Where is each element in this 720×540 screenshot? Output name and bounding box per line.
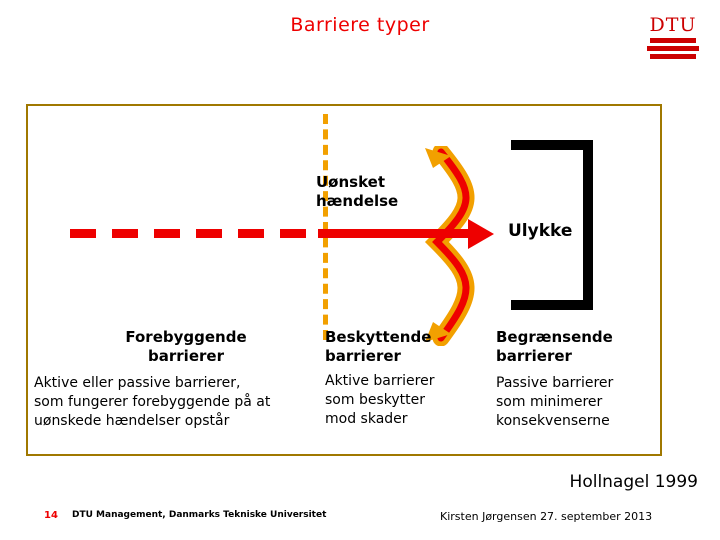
column-body-protective-line2: som beskytter bbox=[325, 392, 425, 408]
column-heading-protective-line1: Beskyttende bbox=[325, 328, 432, 346]
column-heading-limiting-line1: Begrænsende bbox=[496, 328, 613, 346]
protective-barrier-curve-icon bbox=[424, 146, 475, 346]
hazard-arrow-head-icon bbox=[468, 219, 494, 249]
dashed-vertical-line-icon bbox=[323, 114, 328, 340]
consequence-bracket-icon bbox=[511, 140, 593, 310]
column-heading-limiting-line2: barrierer bbox=[496, 347, 572, 365]
column-body-preventive-line1: Aktive eller passive barrierer, bbox=[34, 375, 241, 391]
column-body-preventive: Aktive eller passive barrierer, som fung… bbox=[34, 374, 319, 431]
logo-bar-2 bbox=[647, 46, 699, 51]
accident-label: Ulykke bbox=[508, 221, 573, 241]
column-body-limiting-line3: konsekvenserne bbox=[496, 413, 610, 429]
footer-department: DTU Management, Danmarks Tekniske Univer… bbox=[72, 510, 327, 520]
incoming-hazard-dashed-arrow-icon bbox=[70, 229, 320, 238]
column-body-limiting-line1: Passive barrierer bbox=[496, 375, 614, 391]
column-heading-preventive-line2: barrierer bbox=[148, 347, 224, 365]
column-heading-protective-line2: barrierer bbox=[325, 347, 401, 365]
footer-author: Kirsten Jørgensen 27. september 2013 bbox=[440, 510, 653, 523]
column-body-protective-line1: Aktive barrierer bbox=[325, 373, 435, 389]
logo-bar-1 bbox=[650, 38, 696, 43]
column-body-limiting: Passive barrierer som minimerer konsekve… bbox=[496, 374, 666, 431]
column-body-limiting-line2: som minimerer bbox=[496, 394, 603, 410]
column-body-protective: Aktive barrierer som beskytter mod skade… bbox=[325, 372, 485, 429]
column-heading-protective: Beskyttende barrierer bbox=[325, 328, 485, 366]
column-body-preventive-line2: som fungerer forebyggende på at bbox=[34, 394, 271, 410]
page-number: 14 bbox=[44, 510, 58, 521]
unwanted-event-label: Uønsket hændelse bbox=[316, 173, 426, 211]
barrier-diagram: Uønsket hændelse Ulykke Forebyggende bar… bbox=[28, 106, 664, 458]
content-frame: Uønsket hændelse Ulykke Forebyggende bar… bbox=[26, 104, 662, 456]
column-body-protective-line3: mod skader bbox=[325, 411, 408, 427]
unwanted-event-label-line2: hændelse bbox=[316, 192, 399, 210]
dtu-logo-bars bbox=[642, 38, 704, 59]
column-heading-limiting: Begrænsende barrierer bbox=[496, 328, 661, 366]
dtu-logo: DTU bbox=[642, 14, 704, 70]
column-body-preventive-line3: uønskede hændelser opstår bbox=[34, 413, 230, 429]
column-heading-preventive: Forebyggende barrierer bbox=[66, 328, 306, 366]
logo-bar-3 bbox=[650, 54, 696, 59]
column-heading-preventive-line1: Forebyggende bbox=[125, 328, 247, 346]
source-reference: Hollnagel 1999 bbox=[569, 472, 698, 492]
dtu-logo-text: DTU bbox=[649, 14, 697, 36]
page-title: Barriere typer bbox=[290, 14, 430, 36]
unwanted-event-label-line1: Uønsket bbox=[316, 173, 386, 191]
hazard-arrow-body-icon bbox=[318, 229, 478, 238]
